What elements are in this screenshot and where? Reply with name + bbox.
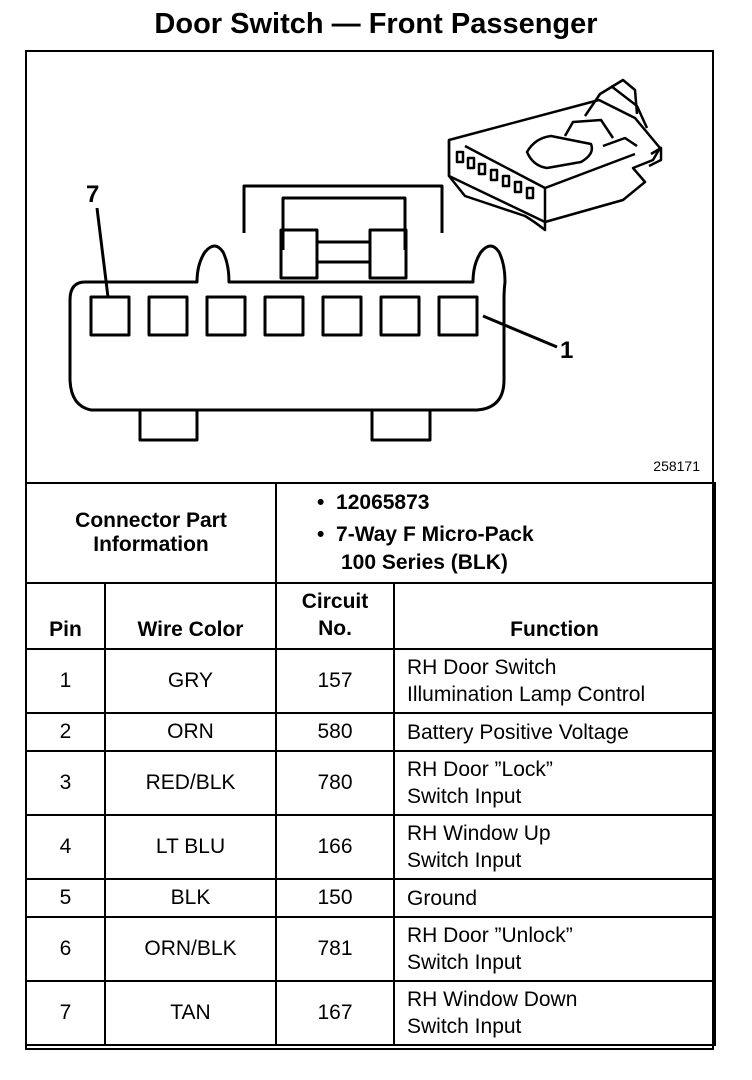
connector-latch (242, 184, 444, 233)
leader-line-7 (95, 207, 110, 298)
table-row: 6 ORN/BLK 781 RH Door ”Unlock”Switch Inp… (25, 916, 716, 982)
pin-cavity-5 (205, 295, 247, 337)
table-row: 2 ORN 580 Battery Positive Voltage (25, 712, 716, 752)
header-function: Function (393, 582, 716, 650)
connector-info-row: Connector Part Information • 12065873 • … (25, 482, 716, 584)
connector-drawing: 7 1 (68, 78, 663, 442)
latch-tab-left (279, 228, 319, 280)
connector-foot-right (370, 408, 432, 442)
figure-id: 258171 (653, 458, 700, 474)
page-title: Door Switch — Front Passenger (154, 8, 598, 40)
header-wire-color: Wire Color (104, 582, 277, 650)
pin-cavity-7 (89, 295, 131, 337)
header-circuit: Circuit No. (275, 582, 395, 650)
pin-table: Connector Part Information • 12065873 • … (25, 482, 716, 1046)
table-row: 3 RED/BLK 780 RH Door ”Lock”Switch Input (25, 750, 716, 816)
connector-foot-left (138, 408, 199, 442)
pin-label-7: 7 (86, 181, 99, 208)
connector-body (68, 244, 507, 412)
pin-cavity-6 (147, 295, 189, 337)
part-number: • 12065873 (317, 491, 430, 514)
pin-cavity-4 (263, 295, 305, 337)
pin-cavity-2 (379, 295, 421, 337)
part-description: • 7-Way F Micro-Pack (317, 523, 534, 546)
pin-cavity-3 (321, 295, 363, 337)
header-pin: Pin (25, 582, 106, 650)
connector-diagram: 7 1 258171 (25, 50, 714, 482)
connector-3d-view (447, 78, 663, 232)
pin-label-1: 1 (560, 337, 573, 364)
connector-part-label: Connector Part Information (25, 482, 277, 584)
leader-line-1 (482, 314, 558, 349)
connector-part-info: • 12065873 • 7-Way F Micro-Pack 100 Seri… (275, 482, 716, 584)
latch-tab-right (368, 228, 408, 280)
table-row: 5 BLK 150 Ground (25, 878, 716, 918)
table-header-row: Pin Wire Color Circuit No. Function (25, 582, 716, 650)
pin-cavity-1 (437, 295, 479, 337)
